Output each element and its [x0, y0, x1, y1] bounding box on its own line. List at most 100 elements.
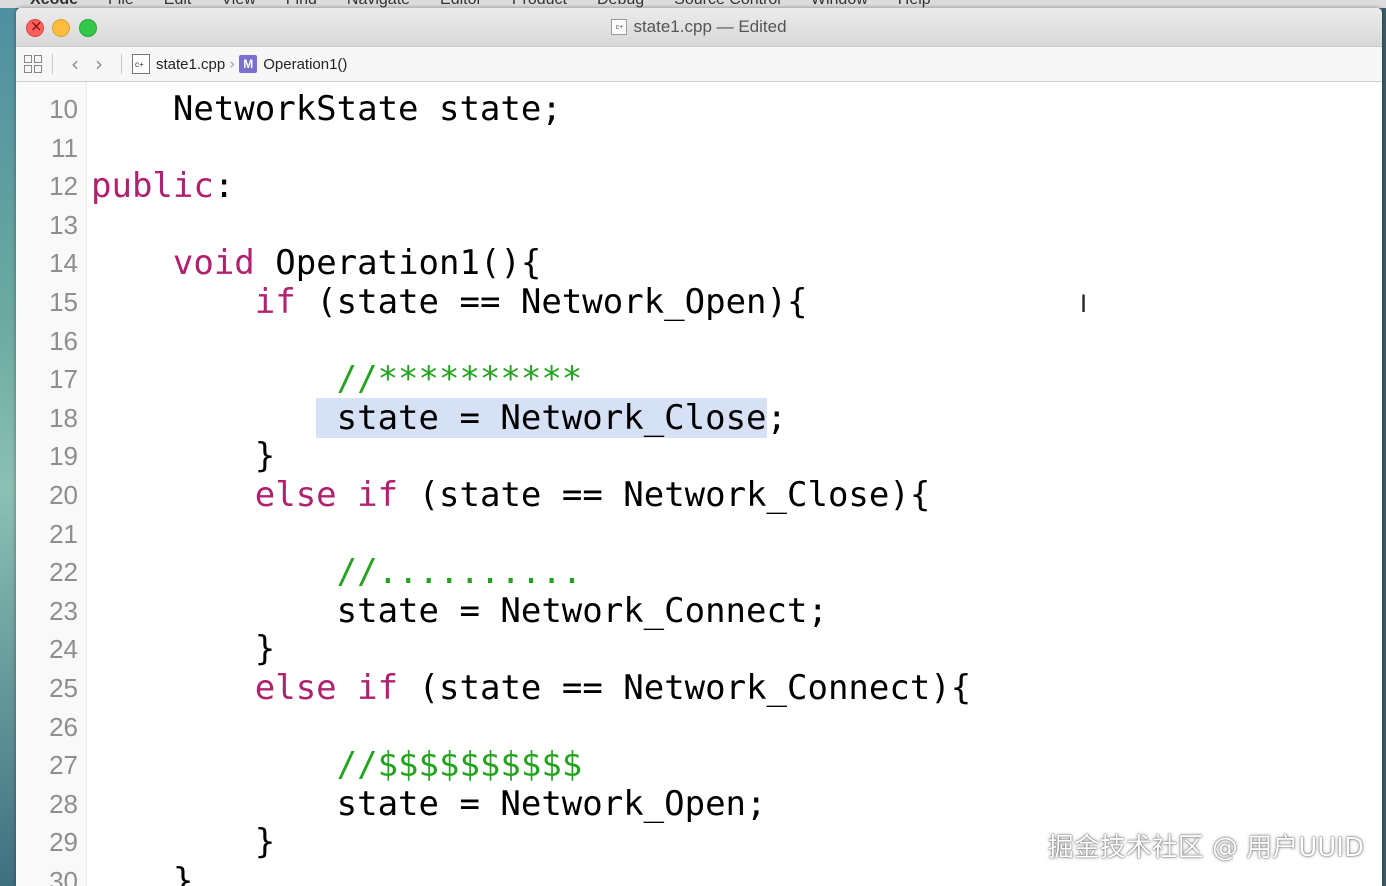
code-token: (state == Network_Close){ — [398, 475, 931, 515]
code-token: Operation1(){ — [254, 243, 542, 284]
line-number: 25 — [49, 673, 78, 703]
menu-item[interactable]: View — [221, 0, 255, 8]
code-line[interactable]: 17 //********** — [16, 360, 1382, 399]
menu-item[interactable]: Debug — [597, 0, 644, 8]
code-token: } — [91, 436, 276, 477]
menu-item[interactable]: File — [108, 0, 134, 8]
title-bar[interactable]: c+ state1.cpp — Edited — [16, 8, 1382, 47]
menu-item[interactable]: Navigate — [347, 0, 410, 8]
code-text[interactable]: state = Network_Connect; — [91, 590, 828, 631]
code-line[interactable]: 25 else if (state == Network_Connect){ — [16, 669, 1382, 708]
code-token: (state == Network_Connect){ — [398, 668, 972, 708]
code-token: } — [91, 861, 194, 886]
menu-item[interactable]: Help — [898, 0, 931, 8]
code-token — [91, 243, 173, 283]
back-arrow-icon[interactable]: ‹ — [71, 52, 79, 76]
code-line[interactable]: 22 //.......... — [16, 553, 1382, 592]
code-line[interactable]: 24 } — [16, 630, 1382, 669]
code-line[interactable]: 30 } — [16, 862, 1382, 886]
code-token — [337, 668, 357, 708]
document-proxy-icon[interactable]: c+ — [611, 19, 628, 35]
code-text[interactable]: if (state == Network_Open){ — [91, 282, 808, 322]
code-token — [91, 745, 337, 785]
menu-item[interactable]: Window — [811, 0, 868, 8]
code-line[interactable]: 11 — [16, 129, 1382, 168]
comment-token: //$$$$$$$$$$ — [336, 745, 583, 786]
code-text[interactable]: void Operation1(){ — [91, 244, 541, 283]
related-items-icon[interactable] — [24, 55, 42, 73]
code-text[interactable]: } — [91, 862, 193, 886]
menu-item[interactable]: Product — [512, 0, 567, 8]
menu-item[interactable]: Editor — [440, 0, 482, 8]
code-text[interactable]: } — [91, 437, 275, 476]
code-line[interactable]: 27 //$$$$$$$$$$ — [16, 746, 1382, 785]
code-line[interactable]: 16 — [16, 322, 1382, 361]
code-text[interactable]: state = Network_Close; — [91, 397, 787, 438]
line-number: 22 — [49, 557, 78, 588]
line-number: 27 — [49, 750, 78, 781]
code-line[interactable]: 14 void Operation1(){ — [16, 244, 1382, 283]
code-text[interactable]: state = Network_Open; — [91, 783, 767, 824]
code-token: state = Network_Open; — [91, 783, 767, 824]
close-window-button[interactable] — [26, 17, 44, 37]
line-number: 28 — [49, 788, 78, 819]
text-cursor-icon: I — [1080, 290, 1088, 318]
code-line[interactable]: 18 state = Network_Close; — [16, 397, 1382, 438]
menu-item[interactable]: Find — [286, 0, 317, 8]
code-text[interactable]: //********** — [91, 359, 583, 399]
code-line[interactable]: 19 } — [16, 437, 1382, 476]
code-token — [91, 475, 255, 515]
code-line[interactable]: 20 else if (state == Network_Close){ — [16, 476, 1382, 515]
code-line[interactable]: 10 NetworkState state; — [16, 90, 1382, 129]
jump-bar-divider — [52, 54, 53, 74]
line-number: 29 — [49, 827, 78, 858]
line-number: 13 — [49, 209, 78, 240]
line-number: 18 — [49, 402, 78, 433]
code-text[interactable]: } — [91, 630, 275, 669]
code-token: : — [213, 166, 235, 207]
line-number: 23 — [49, 595, 78, 626]
breadcrumb-chevron-icon: › — [229, 55, 236, 73]
code-token: NetworkState state; — [91, 89, 562, 129]
code-line[interactable]: 21 — [16, 515, 1382, 554]
zoom-window-button[interactable] — [79, 19, 97, 37]
code-text[interactable]: else if (state == Network_Connect){ — [91, 669, 971, 708]
breadcrumb-file[interactable]: state1.cpp — [156, 55, 226, 73]
watermark: 掘金技术社区 @ 用户UUID — [1047, 833, 1364, 863]
breadcrumb-symbol[interactable]: Operation1() — [263, 55, 348, 73]
code-token — [91, 552, 337, 592]
line-number: 21 — [49, 518, 78, 549]
code-text[interactable]: //$$$$$$$$$$ — [91, 745, 583, 786]
code-line[interactable]: 23 state = Network_Connect; — [16, 590, 1382, 631]
code-line[interactable]: 13 — [16, 206, 1382, 245]
menu-item[interactable]: Edit — [164, 0, 192, 8]
menu-item[interactable]: Source Control — [674, 0, 781, 8]
code-token: state = Network_Connect; — [91, 590, 828, 631]
code-text[interactable]: //.......... — [91, 552, 583, 592]
line-number-gutter[interactable] — [16, 82, 87, 886]
code-text[interactable]: NetworkState state; — [91, 90, 562, 129]
code-line[interactable]: 26 — [16, 708, 1382, 747]
forward-arrow-icon[interactable]: › — [95, 52, 103, 76]
code-line[interactable]: 28 state = Network_Open; — [16, 783, 1382, 824]
line-number: 20 — [49, 480, 78, 510]
code-token: (state == Network_Open){ — [295, 282, 808, 322]
code-text[interactable]: } — [91, 823, 275, 862]
minimize-window-button[interactable] — [52, 19, 70, 37]
menu-bar: Xcode File Edit View Find Navigate Editor Produ… — [0, 0, 1386, 8]
code-text[interactable]: else if (state == Network_Close){ — [91, 475, 931, 515]
line-number: 19 — [49, 441, 78, 472]
xcode-window: c+ state1.cpp — Edited ‹ › state1.cpp › … — [16, 8, 1382, 886]
code-token: ; — [766, 397, 787, 438]
code-token — [91, 359, 337, 399]
code-line[interactable]: 15 if (state == Network_Open){ — [16, 283, 1382, 322]
window-title-text: state1.cpp — Edited — [633, 17, 787, 36]
code-text[interactable]: public: — [91, 167, 234, 206]
keyword-token: if — [357, 475, 399, 515]
menu-item[interactable]: Xcode — [30, 0, 78, 8]
line-number: 14 — [49, 248, 78, 279]
window-title: c+ state1.cpp — Edited — [16, 17, 1382, 37]
code-line[interactable]: 29 } — [16, 823, 1382, 862]
